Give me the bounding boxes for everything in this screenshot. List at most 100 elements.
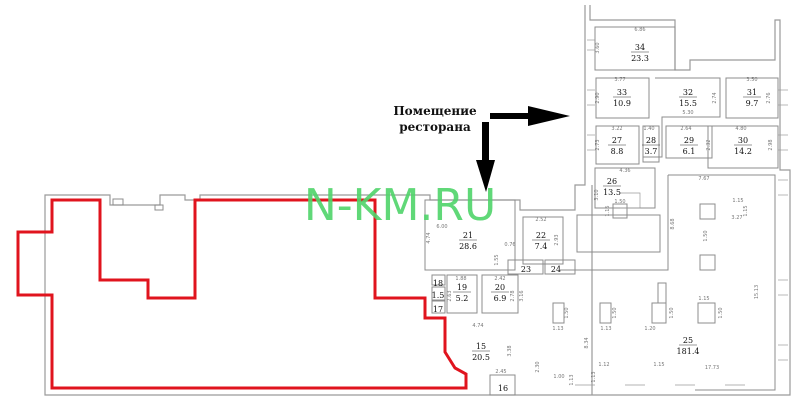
dimension-label: 8.68	[670, 218, 676, 229]
room-28: 283.7	[642, 136, 660, 156]
room-area: 20.5	[472, 353, 490, 362]
room-24: 24	[551, 265, 561, 274]
dimension-label: 2.78	[510, 290, 516, 301]
room-number: 31	[747, 88, 757, 97]
room-31: 319.7	[743, 88, 761, 108]
dimension-label: 1.20	[644, 326, 655, 332]
restaurant-area-outline	[16, 198, 468, 390]
dimension-label: 3.16	[519, 290, 525, 301]
room-labels: 3423.33310.93215.5319.7278.8283.7296.130…	[432, 43, 761, 393]
dimension-label: 1.40	[643, 126, 654, 132]
room-19: 195.2	[453, 283, 471, 303]
room-number: 16	[498, 384, 508, 393]
room-area: 28.6	[459, 242, 477, 251]
dimension-label: 1.15	[743, 205, 749, 216]
dimension-labels: 6.863.603.772.903.502.762.745.303.222.73…	[426, 27, 774, 386]
dimension-label: 3.27	[731, 215, 742, 221]
building-walls	[44, 5, 791, 396]
room-29: 296.1	[680, 136, 698, 156]
dimension-label: 1.55	[494, 254, 500, 265]
dimension-label: 3.22	[611, 126, 622, 132]
dimension-label: 4.74	[426, 232, 432, 243]
room-27: 278.8	[608, 136, 626, 156]
dimension-label: 1.13	[591, 371, 597, 382]
dimension-label: 3.77	[614, 77, 625, 83]
dimension-label: 1.13	[600, 326, 611, 332]
room-area: 181.4	[677, 347, 700, 356]
room-33: 33 10.9	[613, 88, 631, 108]
dimension-label: 3.10	[594, 189, 600, 200]
dimension-label: 1.50	[703, 230, 709, 241]
dimension-label: 1.15	[698, 296, 709, 302]
room-number: 23	[521, 265, 531, 274]
dimension-label: 5.30	[682, 110, 693, 116]
dimension-label: 2.42	[494, 276, 505, 282]
dimension-label: 4.80	[735, 126, 746, 132]
dimension-label: 2.52	[535, 217, 546, 223]
room-area: 13.5	[603, 188, 621, 197]
dimension-label: 1.50	[564, 307, 570, 318]
room-34: 34 23.3	[631, 43, 649, 63]
dimension-label: 3.38	[507, 345, 513, 356]
dimension-label: 1.00	[553, 374, 564, 380]
dimension-label: 3.60	[595, 42, 601, 53]
dimension-label: 2.74	[712, 92, 718, 103]
dimension-label: 2.32	[706, 139, 712, 150]
dimension-label: 2.63	[447, 290, 453, 301]
room-area: 15.5	[679, 99, 697, 108]
room-number: 19	[457, 283, 467, 292]
dimension-label: 2.76	[766, 92, 772, 103]
dimension-label: 1.88	[455, 276, 466, 282]
dimension-label: 1.15	[732, 198, 743, 204]
room-number: 32	[683, 88, 693, 97]
dimension-label: 8.34	[584, 337, 590, 348]
room-number: 25	[683, 336, 693, 345]
room-15: 15 20.5	[472, 342, 490, 362]
room-area: 14.2	[734, 147, 752, 156]
arrow-down-icon	[476, 122, 495, 192]
room-17: 17	[433, 305, 443, 314]
room-area: 8.8	[611, 147, 624, 156]
dimension-label: 0.76	[504, 242, 515, 248]
room-32: 32 15.5	[679, 88, 697, 108]
dimension-label: 1.13	[569, 374, 575, 385]
dimension-label: 2.73	[595, 139, 601, 150]
restaurant-label-line2: ресторана	[399, 120, 471, 134]
room-21: 21 28.6	[459, 231, 477, 251]
room-number: 26	[607, 177, 617, 186]
dimension-label: 1.13	[552, 326, 563, 332]
room-area: 6.9	[494, 294, 507, 303]
dimension-label: 4.74	[472, 323, 483, 329]
room-area: 10.9	[613, 99, 631, 108]
dimension-label: 2.98	[768, 139, 774, 150]
room-number: 30	[738, 136, 748, 145]
dimension-label: 1.12	[598, 362, 609, 368]
room-number: 34	[635, 43, 645, 52]
restaurant-label-line1: Помещение	[393, 104, 477, 118]
room-area: 5.2	[456, 294, 469, 303]
dimension-label: 2.93	[554, 234, 560, 245]
room-area: 7.4	[535, 242, 548, 251]
room-23: 23	[521, 265, 531, 274]
room-number: 33	[617, 88, 627, 97]
dimension-label: 1.50	[669, 307, 675, 318]
room-number: 18	[433, 279, 443, 288]
room-20: 206.9	[491, 283, 509, 303]
dimension-label: 1.15	[653, 362, 664, 368]
room-area: 23.3	[631, 54, 649, 63]
arrow-right-icon	[490, 106, 570, 126]
room-area: 9.7	[746, 99, 759, 108]
room-number: 15	[476, 342, 486, 351]
dimension-label: 1.15	[605, 205, 611, 216]
dimension-label: 1.50	[718, 307, 724, 318]
room-area: 3.7	[645, 147, 658, 156]
room-number: 29	[684, 136, 694, 145]
dimension-label: 2.45	[495, 369, 506, 375]
room-number: 24	[551, 265, 561, 274]
room-number: 20	[495, 283, 505, 292]
room-26: 26 13.5	[603, 177, 621, 197]
room-number: 21	[463, 231, 473, 240]
dimension-label: 2.30	[535, 361, 541, 372]
room-1.5: 1.5	[432, 291, 445, 300]
